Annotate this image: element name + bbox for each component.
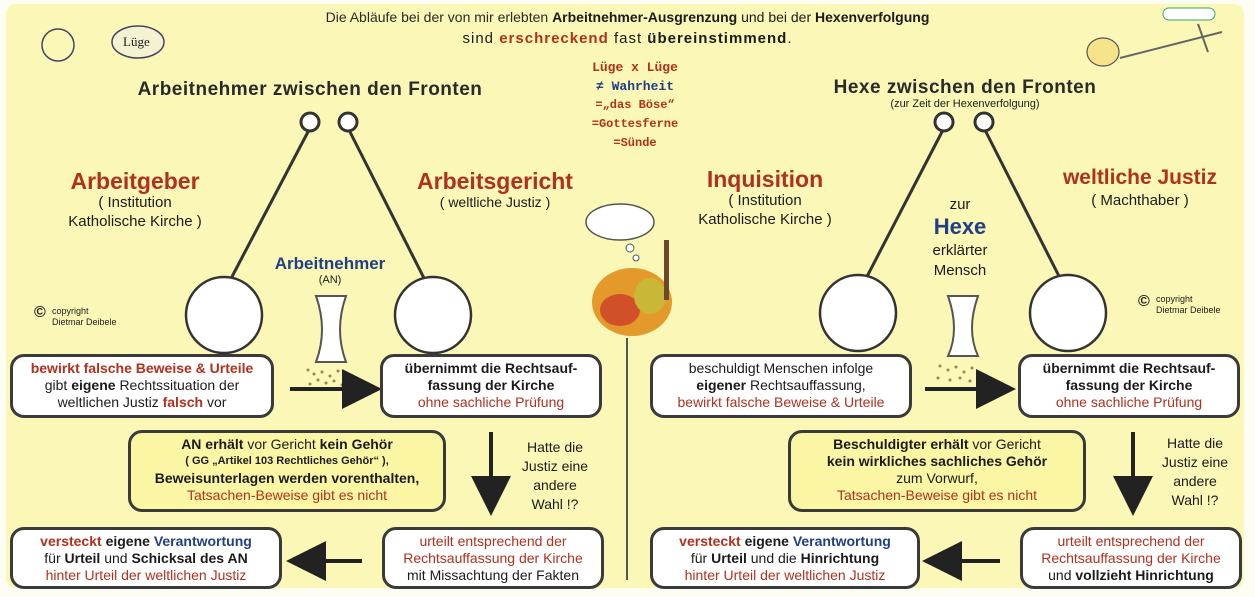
middle-actor-title: Arbeitnehmer <box>274 254 386 273</box>
header-line-2: sind erschreckend fast übereinstimmend. <box>462 30 793 47</box>
left-box-3: AN erhält vor Gericht kein Gehör ( GG „A… <box>128 430 446 512</box>
formula-line-1: Lüge x Lüge <box>592 60 678 75</box>
copyright-label: copyright <box>52 306 89 316</box>
hexe-label-4: Mensch <box>933 262 987 279</box>
formula-line-4: =Gottesferne <box>591 117 679 131</box>
hexe-logo-icon <box>1086 7 1223 67</box>
middle-actor-sub: (AN) <box>318 274 342 286</box>
left-question: Hatte die Justiz eine andere Wahl !? <box>521 439 589 512</box>
right-box-5: urteilt entsprechend der Rechtsauffassun… <box>1020 527 1242 589</box>
inquisition-sub1: ( Institution <box>728 192 802 209</box>
left-balance-scale <box>184 111 473 355</box>
right-box-2: übernimmt die Rechtsauf- fassung der Kir… <box>1018 354 1240 418</box>
left-hourglass-icon <box>306 295 348 387</box>
copyright-icon: © <box>34 304 46 321</box>
left-actor-title: Arbeitgeber <box>70 168 200 194</box>
left-actor-sub1: ( Institution <box>98 194 172 211</box>
pyre-icon <box>585 203 672 336</box>
right-hourglass-icon <box>936 295 980 383</box>
justiz-sub: ( Machthaber ) <box>1091 192 1189 209</box>
formula-line-3: =„das Böse“ <box>595 98 675 112</box>
formula-line-5: =Sünde <box>613 136 657 150</box>
right-balance-scale <box>818 111 1108 353</box>
left-box-4: versteckt eigene Verantwortung für Urtei… <box>10 527 282 589</box>
right-box-4: versteckt eigene Verantwortung für Urtei… <box>650 527 920 589</box>
right-actor-sub: ( weltliche Justiz ) <box>439 194 551 210</box>
left-title: Arbeitnehmer zwischen den Fronten <box>137 79 483 100</box>
luege-logo-text: Lüge <box>123 34 150 49</box>
luege-logo-icon <box>41 25 165 62</box>
copyright-name: Dietmar Deibele <box>52 317 117 327</box>
hexe-label-2: Hexe <box>933 214 987 239</box>
formula-line-2: ≠ Wahrheit <box>595 79 674 94</box>
copyright-label-right: copyright <box>1156 294 1193 304</box>
copyright-name-right: Dietmar Deibele <box>1156 305 1221 315</box>
left-box-2: übernimmt die Rechtsauf- fassung der Kir… <box>380 354 602 418</box>
right-actor-title: Arbeitsgericht <box>417 168 573 194</box>
inquisition-title: Inquisition <box>706 166 824 192</box>
left-actor-sub2: Katholische Kirche ) <box>68 213 202 230</box>
right-box-3: Beschuldigter erhält vor Gericht kein wi… <box>788 430 1086 512</box>
inquisition-sub2: Katholische Kirche ) <box>698 211 832 228</box>
right-subtitle: (zur Zeit der Hexenverfolgung) <box>890 98 1040 110</box>
left-box-1: bewirkt falsche Beweise & Urteile gibt e… <box>10 354 274 418</box>
header-line-1: Die Abläufe bei der von mir erlebten Arb… <box>325 9 930 25</box>
hexe-label-3: erklärter <box>932 242 988 259</box>
left-box-5: urteilt entsprechend der Rechtsauffassun… <box>382 527 604 589</box>
right-box-1: beschuldigt Menschen infolge eigener Rec… <box>650 354 912 418</box>
right-title: Hexe zwischen den Fronten <box>833 77 1097 98</box>
copyright-icon-right: © <box>1138 293 1150 310</box>
justiz-title: weltliche Justiz <box>1062 166 1218 189</box>
right-question: Hatte die Justiz eine andere Wahl !? <box>1161 435 1229 508</box>
hexe-label-1: zur <box>949 196 971 213</box>
